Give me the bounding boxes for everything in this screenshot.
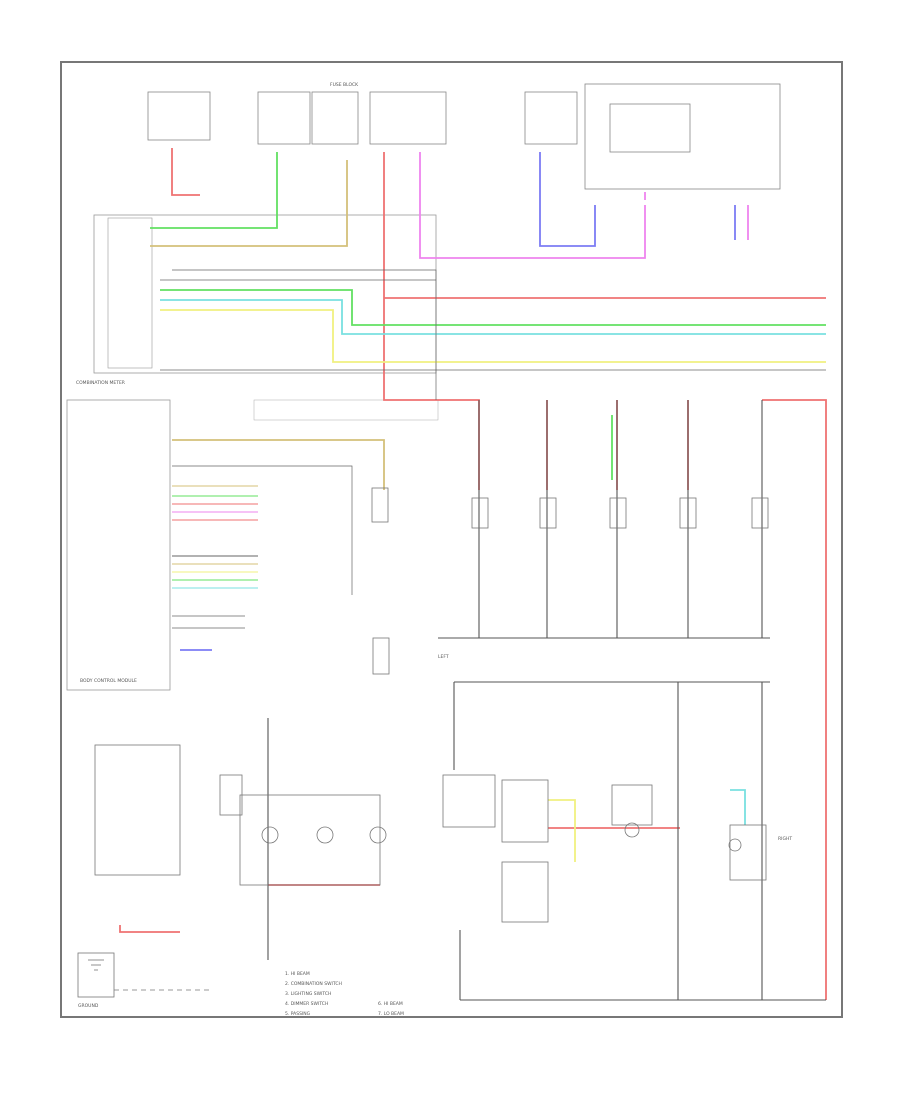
legend-item: 3. LIGHTING SWITCH: [285, 991, 331, 997]
wire-red: [119, 925, 180, 933]
legend-item: 6. HI BEAM: [378, 1001, 403, 1007]
wire-blue: [539, 152, 596, 247]
wire-red: [762, 399, 827, 1000]
legend: 1. HI BEAM 2. COMBINATION SWITCH 3. LIGH…: [285, 971, 404, 1017]
legend-item: 1. HI BEAM: [285, 971, 310, 977]
wire-cyan: [730, 789, 746, 825]
wire-gray: [172, 269, 437, 400]
wire-yellow: [160, 309, 826, 363]
body-control-module: BODY CONTROL MODULE: [66, 399, 439, 691]
wire-red: [383, 152, 480, 490]
bcm-label: BODY CONTROL MODULE: [80, 678, 137, 684]
wire-tan: [172, 439, 385, 490]
wire-red: [171, 148, 200, 196]
legend-item: 2. COMBINATION SWITCH: [285, 981, 342, 987]
legend-item: 7. LO BEAM: [378, 1011, 404, 1017]
diagram-border: [60, 61, 843, 1018]
fuse-block-top: [147, 83, 781, 190]
wire-green: [160, 289, 826, 326]
lamp-left-label: LEFT: [438, 654, 449, 660]
wires: [119, 148, 827, 1000]
fuse-block-label: FUSE BLOCK: [330, 82, 359, 88]
combination-meter-label: COMBINATION METER: [76, 380, 125, 386]
wire-green: [150, 152, 278, 229]
ground-symbol: [88, 959, 210, 991]
wire-yellow: [548, 799, 576, 862]
ground-label: GROUND: [78, 1003, 99, 1009]
lamp-components: [77, 487, 769, 998]
wire-gray: [172, 465, 353, 595]
lamp-right-label: RIGHT: [778, 836, 792, 842]
ground-bus: [267, 400, 826, 1001]
legend-item: 5. PASSING: [285, 1011, 311, 1017]
legend-item: 4. DIMMER SWITCH: [285, 1001, 328, 1007]
wire-cyan: [160, 299, 826, 335]
wire-pink: [419, 152, 646, 259]
wire-tan: [150, 160, 348, 247]
